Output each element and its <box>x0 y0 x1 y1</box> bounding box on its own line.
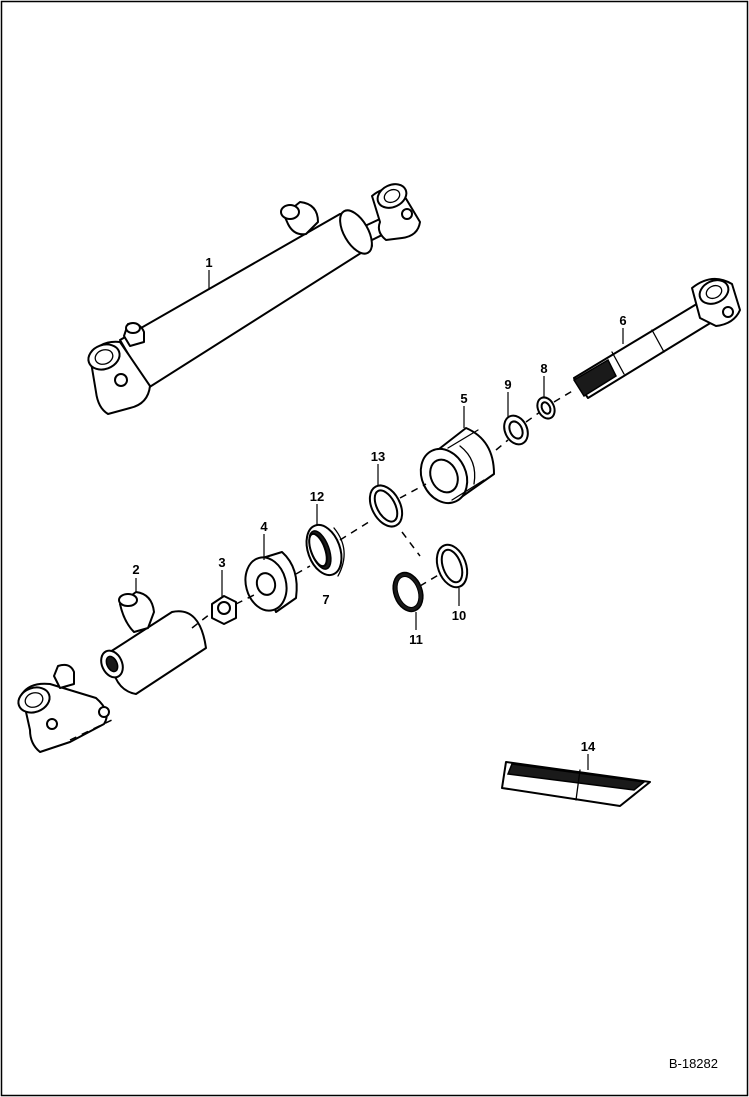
part-4-piston <box>244 551 298 613</box>
callout-4: 4 <box>260 519 268 534</box>
callout-13: 13 <box>371 449 385 464</box>
figure-reference: B-18282 <box>669 1056 718 1071</box>
part-5-head <box>419 427 495 505</box>
part-2-barrel <box>17 591 207 753</box>
part-13-snap-ring <box>368 484 404 528</box>
callout-7: 7 <box>322 592 329 607</box>
explosion-lines <box>69 389 575 741</box>
part-14-decal <box>501 761 651 807</box>
part-10-ring <box>435 543 469 589</box>
callout-2: 2 <box>132 562 139 577</box>
part-9-seal <box>503 414 529 446</box>
callout-3: 3 <box>218 555 225 570</box>
callout-12: 12 <box>310 489 324 504</box>
callout-9: 9 <box>504 377 511 392</box>
callout-10: 10 <box>452 608 466 623</box>
callout-6: 6 <box>619 313 626 328</box>
callout-labels: 1 2 3 4 5 6 7 8 9 10 11 12 13 14 <box>132 255 626 754</box>
callout-5: 5 <box>460 391 467 406</box>
part-3-nut <box>211 595 237 625</box>
leader-lines <box>135 270 624 770</box>
callout-1: 1 <box>205 255 212 270</box>
callout-8: 8 <box>540 361 547 376</box>
part-6-rod <box>572 277 741 399</box>
part-1-cylinder-assembly <box>87 183 421 415</box>
callout-11: 11 <box>409 632 423 647</box>
part-8-wiper <box>536 396 556 420</box>
part-12-seal <box>305 523 345 577</box>
part-11-o-ring <box>392 571 424 613</box>
callout-14: 14 <box>581 739 596 754</box>
